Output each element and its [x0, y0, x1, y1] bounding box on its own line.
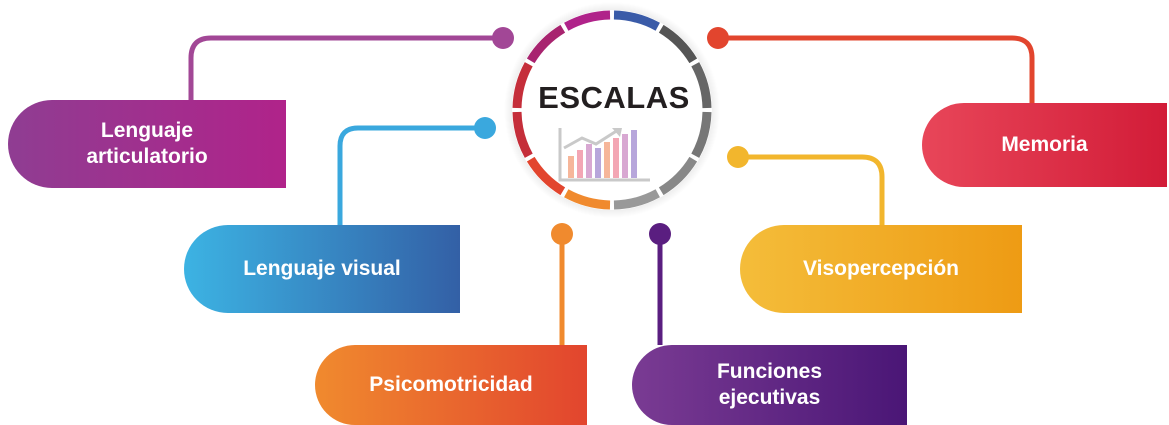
ring-segment	[526, 156, 566, 196]
ring-segment	[691, 62, 712, 109]
connector-lenguaje-visual	[337, 125, 485, 225]
tag-label: Visopercepción	[802, 256, 959, 280]
chart-icon-bar	[586, 144, 592, 178]
ring-segment	[512, 62, 533, 109]
tag-funciones-ejecutivas[interactable]: Funciones ejecutivas	[632, 345, 907, 425]
chart-icon-bar	[577, 150, 583, 178]
chart-icon-bar	[622, 134, 628, 178]
growth-chart-icon	[558, 128, 650, 182]
connector-lenguaje-articulatorio	[188, 35, 503, 100]
tag-label: Funciones ejecutivas	[716, 359, 822, 409]
ring-segment	[658, 156, 698, 196]
chart-icon-bar	[631, 130, 637, 178]
ring-segment	[564, 189, 611, 210]
center-ring	[512, 10, 712, 210]
chart-icon-bar	[613, 138, 619, 178]
center-hub	[504, 2, 720, 218]
dot-memoria	[707, 27, 729, 49]
connector-dots	[474, 27, 749, 245]
ring-segment	[512, 111, 533, 158]
connector-visopercepcion	[738, 154, 885, 225]
center-title: ESCALAS	[538, 80, 690, 115]
tag-label: Lenguaje visual	[243, 256, 401, 280]
ring-segment	[691, 111, 712, 158]
dot-lenguaje-articulatorio	[492, 27, 514, 49]
tag-psicomotricidad[interactable]: Psicomotricidad	[315, 345, 587, 425]
ring-segment	[613, 189, 660, 210]
ring-segment	[564, 10, 611, 31]
tag-visopercepcion[interactable]: Visopercepción	[740, 225, 1022, 313]
tag-lenguaje-visual[interactable]: Lenguaje visual	[184, 225, 460, 313]
dot-funciones-ejecutivas	[649, 223, 671, 245]
dot-visopercepcion	[727, 146, 749, 168]
tag-label: Psicomotricidad	[369, 372, 533, 396]
ring-segment	[658, 24, 698, 64]
center-disc	[512, 10, 712, 210]
dot-lenguaje-visual	[474, 117, 496, 139]
chart-icon-bar	[595, 148, 601, 178]
ring-segment	[526, 24, 566, 64]
connector-memoria	[718, 35, 1035, 103]
chart-icon-bar	[568, 156, 574, 178]
dot-psicomotricidad	[551, 223, 573, 245]
tag-lenguaje-articulatorio[interactable]: Lenguaje articulatorio	[8, 100, 286, 188]
tag-memoria[interactable]: Memoria	[922, 103, 1167, 187]
connectors	[188, 35, 1035, 345]
ring-segment	[613, 10, 660, 31]
chart-icon-bar	[604, 142, 610, 178]
tag-label: Lenguaje articulatorio	[86, 118, 208, 168]
tag-label: Memoria	[1001, 132, 1088, 156]
